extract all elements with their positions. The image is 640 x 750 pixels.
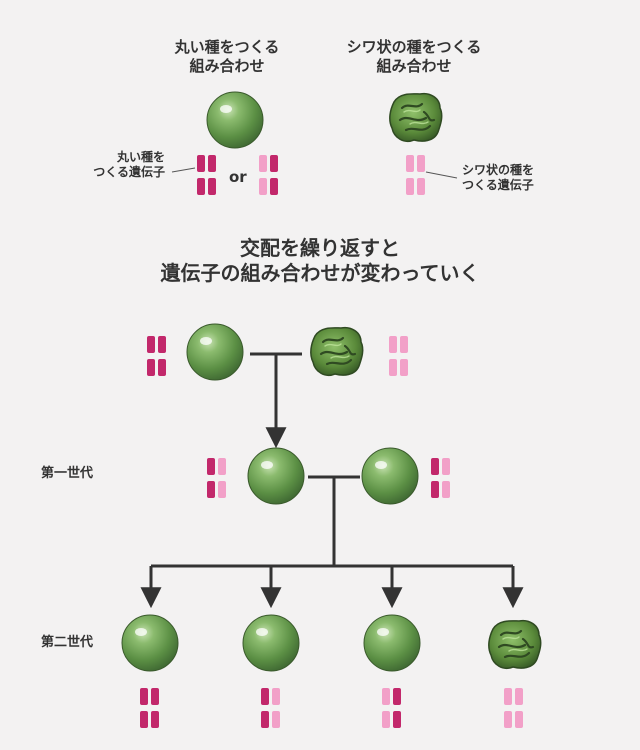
parent-round-pea — [186, 323, 244, 381]
wrinkled-gene-label: シワ状の種を つくる遺伝子 — [462, 163, 535, 192]
second-gen-pea-3 — [363, 614, 421, 672]
wrinkled-pea-legend — [388, 92, 443, 143]
round-pea-legend — [206, 91, 264, 149]
first-gen-left-pea — [247, 447, 305, 505]
gene-pair-recessive-recessive-legend — [406, 155, 425, 195]
first-generation-label: 第一世代 — [41, 466, 94, 481]
second-gen-genes-3 — [382, 688, 401, 728]
parent-round-genes — [147, 336, 166, 376]
second-gen-genes-2 — [261, 688, 280, 728]
or-text: or — [229, 168, 247, 186]
second-gen-genes-1 — [140, 688, 159, 728]
middle-heading: 交配を繰り返すと 遺伝子の組み合わせが変わっていく — [160, 236, 480, 285]
first-gen-right-pea — [361, 447, 419, 505]
second-generation-label: 第二世代 — [41, 635, 94, 650]
wrinkled-combination-heading: シワ状の種をつくる 組み合わせ — [346, 38, 482, 75]
round-combination-heading: 丸い種をつくる 組み合わせ — [174, 38, 280, 75]
parent-wrinkled-pea — [309, 326, 364, 377]
second-gen-pea-1 — [121, 614, 179, 672]
first-gen-left-genes — [207, 458, 226, 498]
gene-pair-recessive-dominant — [259, 155, 278, 195]
gene-pair-dominant-dominant — [197, 155, 216, 195]
second-gen-genes-4 — [504, 688, 523, 728]
wrinkled-label-leader — [425, 171, 458, 179]
parent-wrinkled-genes — [389, 336, 408, 376]
round-label-leader — [171, 167, 196, 173]
first-gen-right-genes — [431, 458, 450, 498]
second-gen-pea-2 — [242, 614, 300, 672]
round-gene-label: 丸い種を つくる遺伝子 — [93, 150, 165, 179]
second-gen-wrinkled-pea — [487, 619, 542, 670]
